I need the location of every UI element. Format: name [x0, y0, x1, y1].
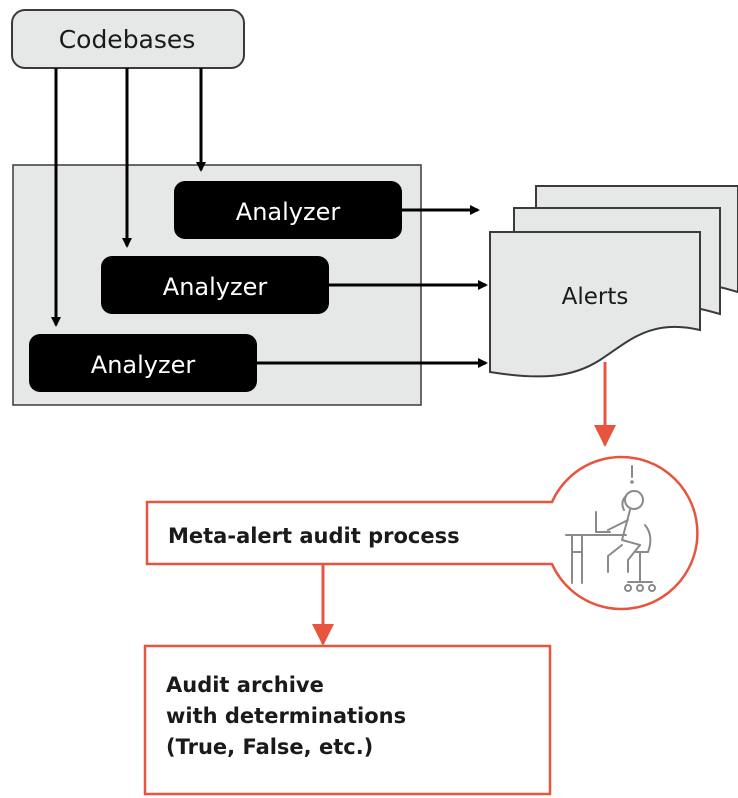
codebases-to-analyzer-arrows: [51, 68, 206, 327]
alerts-document-stack: Alerts: [489, 185, 738, 378]
alerts-page-front: [489, 231, 701, 378]
archive-line-3: (True, False, etc.): [166, 735, 373, 759]
analyzer-to-alerts-arrows: [257, 205, 488, 368]
alerts-label: Alerts: [562, 284, 629, 310]
audit-process-outline: [145, 455, 699, 611]
analyzer-label: Analyzer: [91, 351, 196, 379]
audit-process-node: Meta-alert audit process: [145, 455, 699, 611]
analyzer-node-1: Analyzer: [174, 181, 402, 239]
archive-line-1: Audit archive: [166, 673, 324, 697]
person-at-desk-alert-icon: [565, 465, 656, 592]
codebases-label: Codebases: [59, 25, 196, 54]
analyzer-label: Analyzer: [163, 273, 268, 301]
audit-archive-node: Audit archive with determinations (True,…: [143, 644, 552, 796]
analyzer-label: Analyzer: [236, 198, 341, 226]
codebases-node: Codebases: [11, 9, 245, 69]
audit-process-label: Meta-alert audit process: [168, 524, 460, 548]
analyzer-node-2: Analyzer: [101, 256, 329, 314]
analyzer-node-3: Analyzer: [29, 334, 257, 392]
archive-line-2: with determinations: [166, 704, 406, 728]
